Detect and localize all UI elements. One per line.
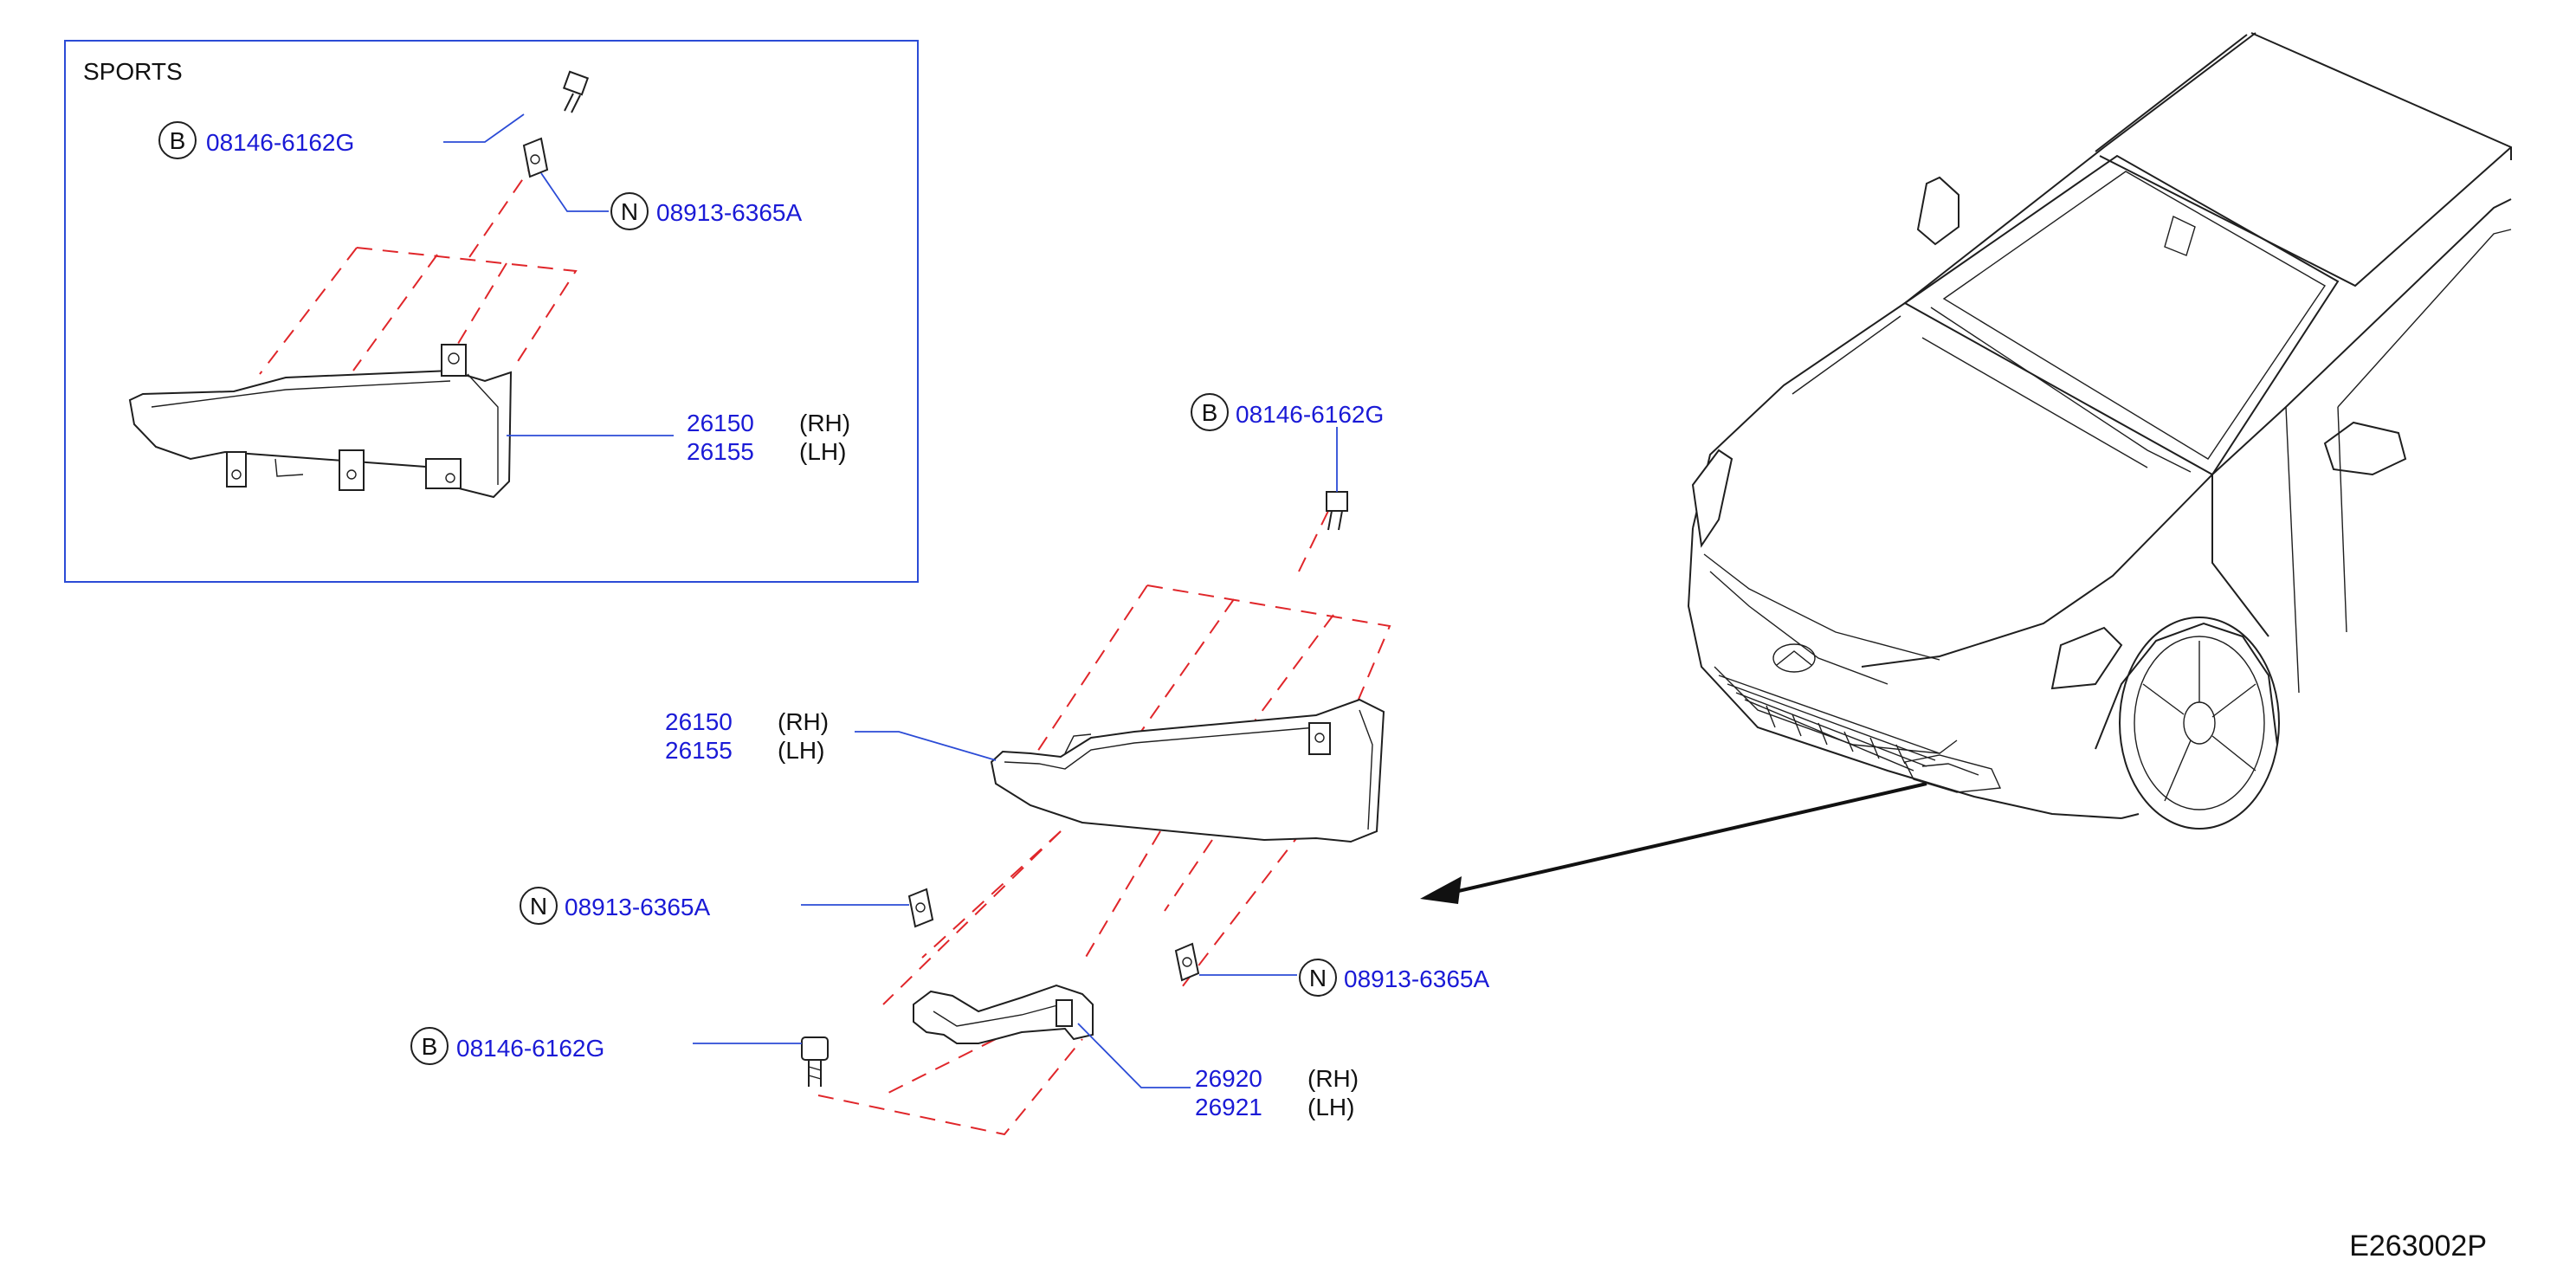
main-lamp-lh-side: (LH)	[778, 737, 824, 764]
main-left-nut-part-number[interactable]: 08913-6365A	[565, 894, 710, 920]
inset-bolt-part-number[interactable]: 08146-6162G	[206, 129, 354, 156]
inset-nut-part-number[interactable]: 08913-6365A	[656, 199, 802, 226]
nut-symbol: N	[530, 893, 547, 920]
main-bottom-bolt-icon	[801, 1036, 829, 1087]
bracket-lh-side: (LH)	[1307, 1094, 1354, 1120]
inset-lamp-rh-side: (RH)	[799, 410, 850, 436]
inset-dashed-guides	[259, 158, 578, 375]
bracket-rh-part-number[interactable]: 26920	[1195, 1065, 1262, 1092]
inset-lamp-lh-part-number[interactable]: 26155	[687, 438, 754, 465]
main-left-clip-nut-icon	[907, 888, 934, 928]
main-bottom-bolt-part-number[interactable]: 08146-6162G	[456, 1035, 604, 1062]
bracket-icon	[913, 984, 1094, 1044]
sports-label: SPORTS	[83, 58, 183, 85]
inset-bolt-icon	[562, 70, 590, 113]
main-leaders	[693, 427, 1338, 1088]
inset-bolt-callout[interactable]: B 08146-6162G	[158, 121, 354, 159]
inset-fog-lamp-icon	[128, 344, 513, 499]
main-lamp-lh-part-number[interactable]: 26155	[665, 737, 733, 764]
bracket-lh-part-number[interactable]: 26921	[1195, 1094, 1262, 1120]
bolt-symbol: B	[170, 127, 186, 154]
main-lamp-rh-part-number[interactable]: 26150	[665, 708, 733, 735]
bracket-callout[interactable]: 26920 (RH) 26921 (LH)	[1195, 1065, 1359, 1120]
locator-arrow-icon	[1420, 782, 1927, 904]
bolt-symbol: B	[1202, 399, 1218, 426]
main-top-bolt-icon	[1326, 491, 1348, 531]
diagram-code: E263002P	[2349, 1230, 2487, 1262]
inset-leaders	[443, 113, 674, 436]
main-right-nut-part-number[interactable]: 08913-6365A	[1344, 965, 1489, 992]
inset-lamp-rh-part-number[interactable]: 26150	[687, 410, 754, 436]
main-left-nut-callout[interactable]: N 08913-6365A	[520, 887, 710, 925]
inset-lamp-callout[interactable]: 26150 (RH) 26155 (LH)	[687, 410, 850, 465]
vehicle-illustration	[1687, 32, 2512, 830]
inset-nut-callout[interactable]: N 08913-6365A	[610, 192, 802, 230]
main-lamp-rh-side: (RH)	[778, 708, 829, 735]
nut-symbol: N	[1309, 965, 1327, 991]
main-top-bolt-part-number[interactable]: 08146-6162G	[1236, 401, 1384, 428]
main-top-bolt-callout[interactable]: B 08146-6162G	[1191, 393, 1384, 431]
bolt-symbol: B	[422, 1033, 438, 1060]
main-dashed-guides	[817, 510, 1391, 1136]
main-bottom-bolt-callout[interactable]: B 08146-6162G	[410, 1027, 604, 1065]
main-lamp-callout[interactable]: 26150 (RH) 26155 (LH)	[665, 708, 829, 764]
inset-lamp-lh-side: (LH)	[799, 438, 846, 465]
inset-clip-nut-icon	[522, 137, 549, 178]
grille-hatching	[1718, 675, 1940, 772]
nut-symbol: N	[621, 198, 638, 225]
sports-inset-box	[64, 40, 919, 583]
bracket-rh-side: (RH)	[1307, 1065, 1359, 1092]
main-right-nut-callout[interactable]: N 08913-6365A	[1299, 959, 1489, 997]
main-fog-lamp-icon	[990, 698, 1385, 843]
main-right-clip-nut-icon	[1174, 942, 1200, 982]
